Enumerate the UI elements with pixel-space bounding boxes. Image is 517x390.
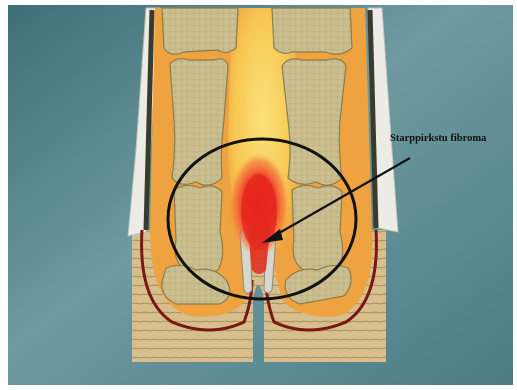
annotation-label: Starppirkstu fibroma	[390, 133, 515, 144]
